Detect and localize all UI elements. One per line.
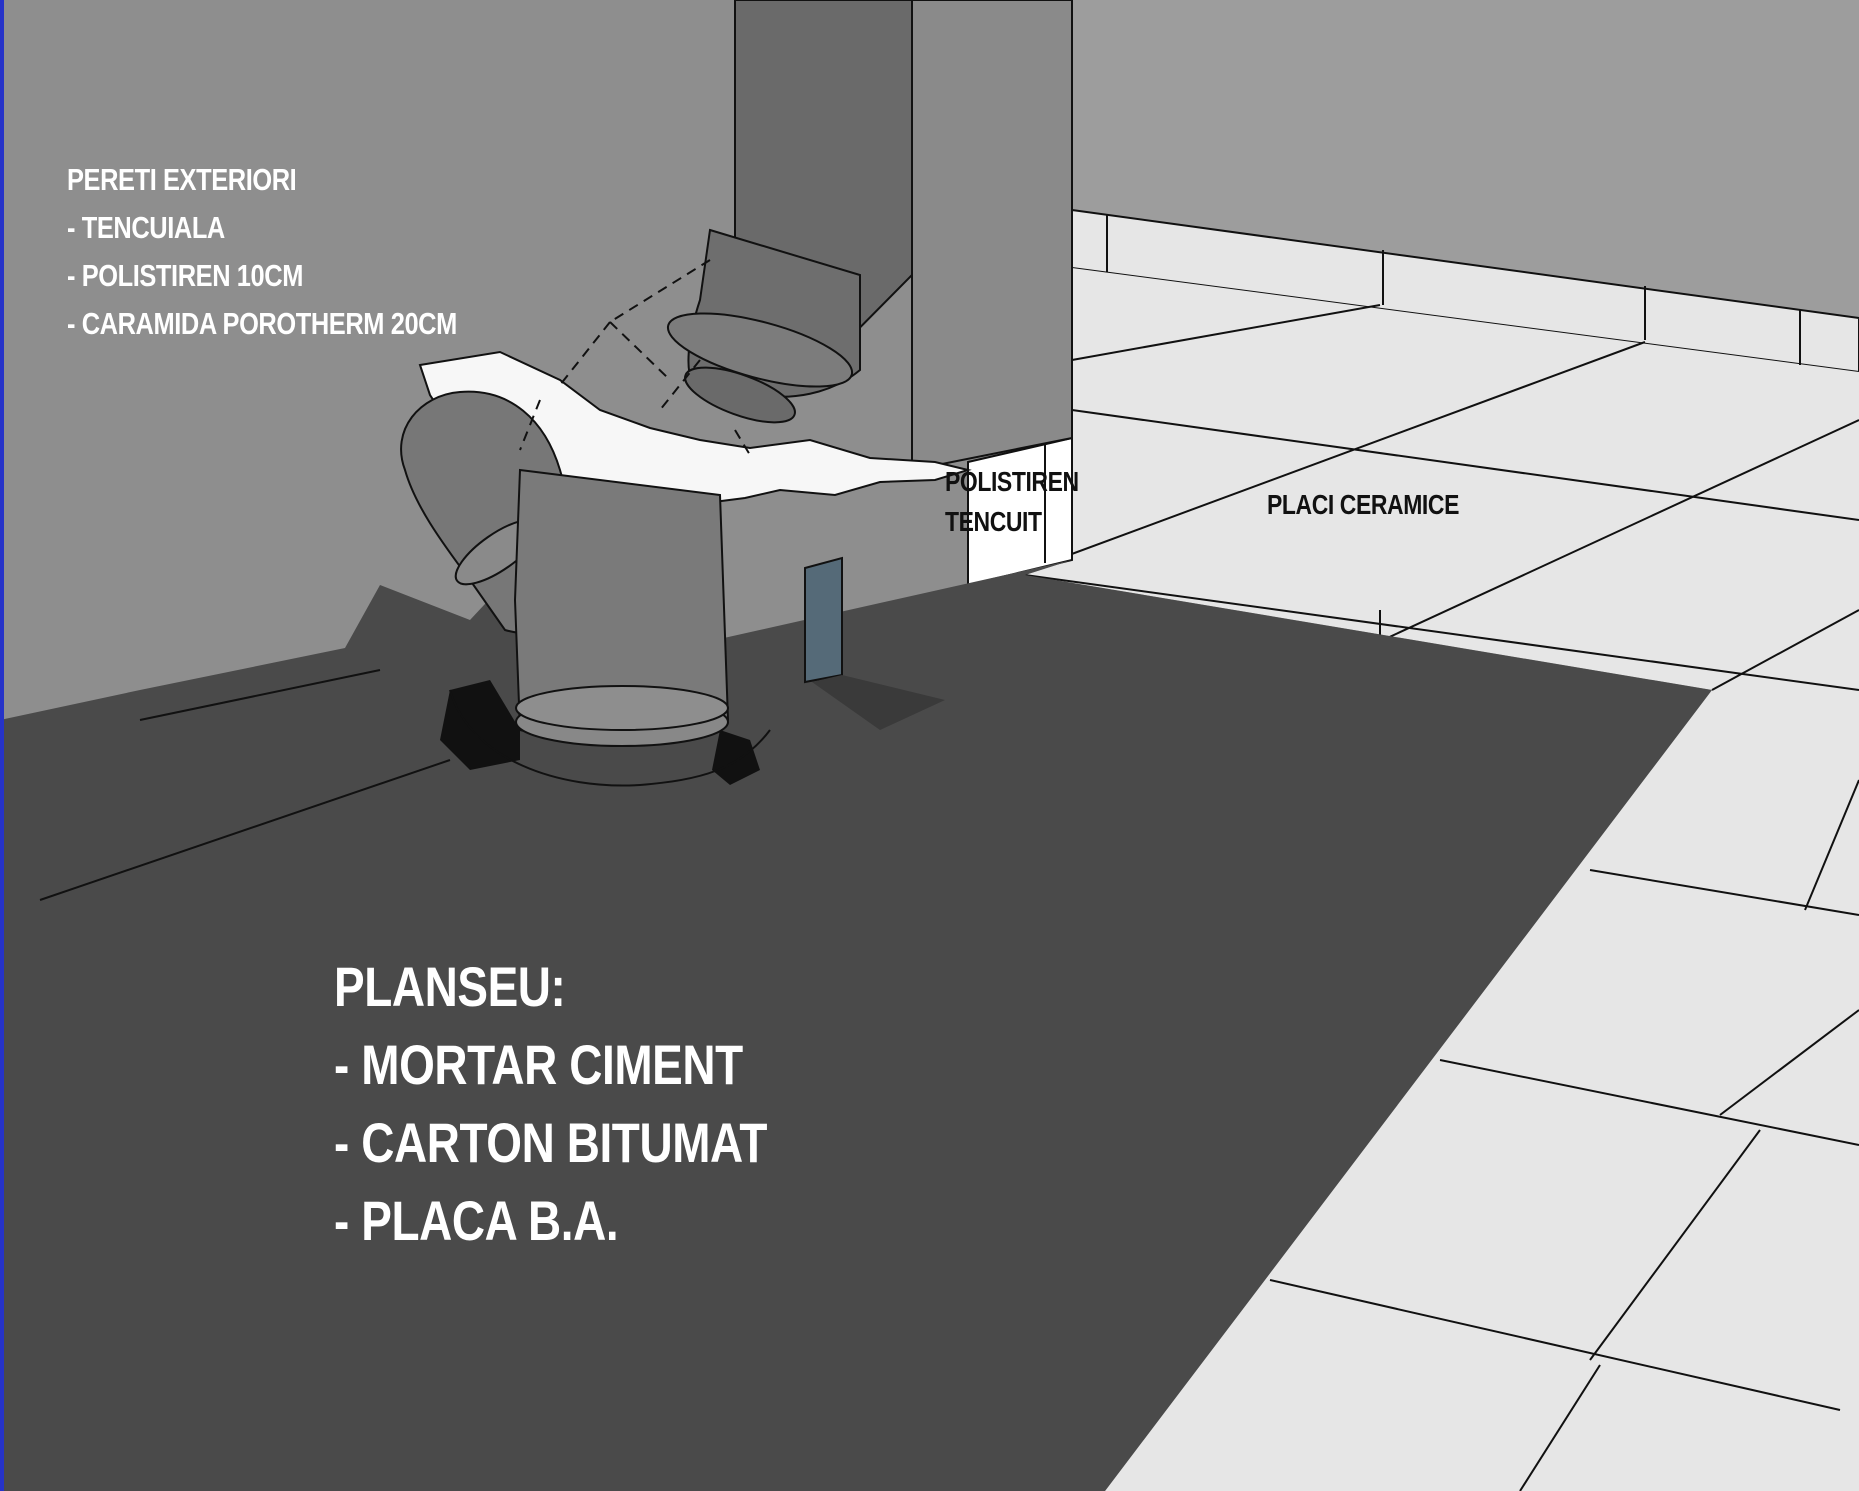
hole-shadow-left [440,680,520,770]
exterior-wall-legend: PERETI EXTERIORI - TENCUIALA - POLISTIRE… [67,156,457,348]
upright-panel [804,556,843,684]
polystyrene-label: POLISTIREN TENCUIT [945,462,1079,542]
hole-shadow-right [712,730,760,785]
wall-legend-item: - CARAMIDA POROTHERM 20CM [67,306,457,341]
tiled-back-wall [1072,0,1859,318]
slab-legend-item: - PLACA B.A. [334,1189,619,1252]
polystyrene-label-line: POLISTIREN [945,466,1079,497]
hidden-pipe-lines [519,259,751,456]
slab-legend-item: - CARTON BITUMAT [334,1111,768,1174]
ceramic-tiles-label: PLACI CERAMICE [1267,489,1459,520]
wall-legend-title: PERETI EXTERIORI [67,162,297,197]
tile-grid [1024,214,1859,1491]
wall-legend-item: - TENCUIALA [67,210,225,245]
panel-shadow [812,675,945,730]
floor-slab-legend: PLANSEU: - MORTAR CIMENT - CARTON BITUMA… [334,948,767,1260]
left-frame-border [0,0,4,1491]
polystyrene-label-line: TENCUIT [945,506,1042,537]
floor-edge-line [39,759,451,901]
slab-legend-title: PLANSEU: [334,955,566,1018]
slab-legend-item: - MORTAR CIMENT [334,1033,743,1096]
wall-column-right [911,0,1073,472]
floor-slab [0,545,1712,1491]
tiled-floor [1025,268,1859,1491]
wall-legend-item: - POLISTIREN 10CM [67,258,303,293]
